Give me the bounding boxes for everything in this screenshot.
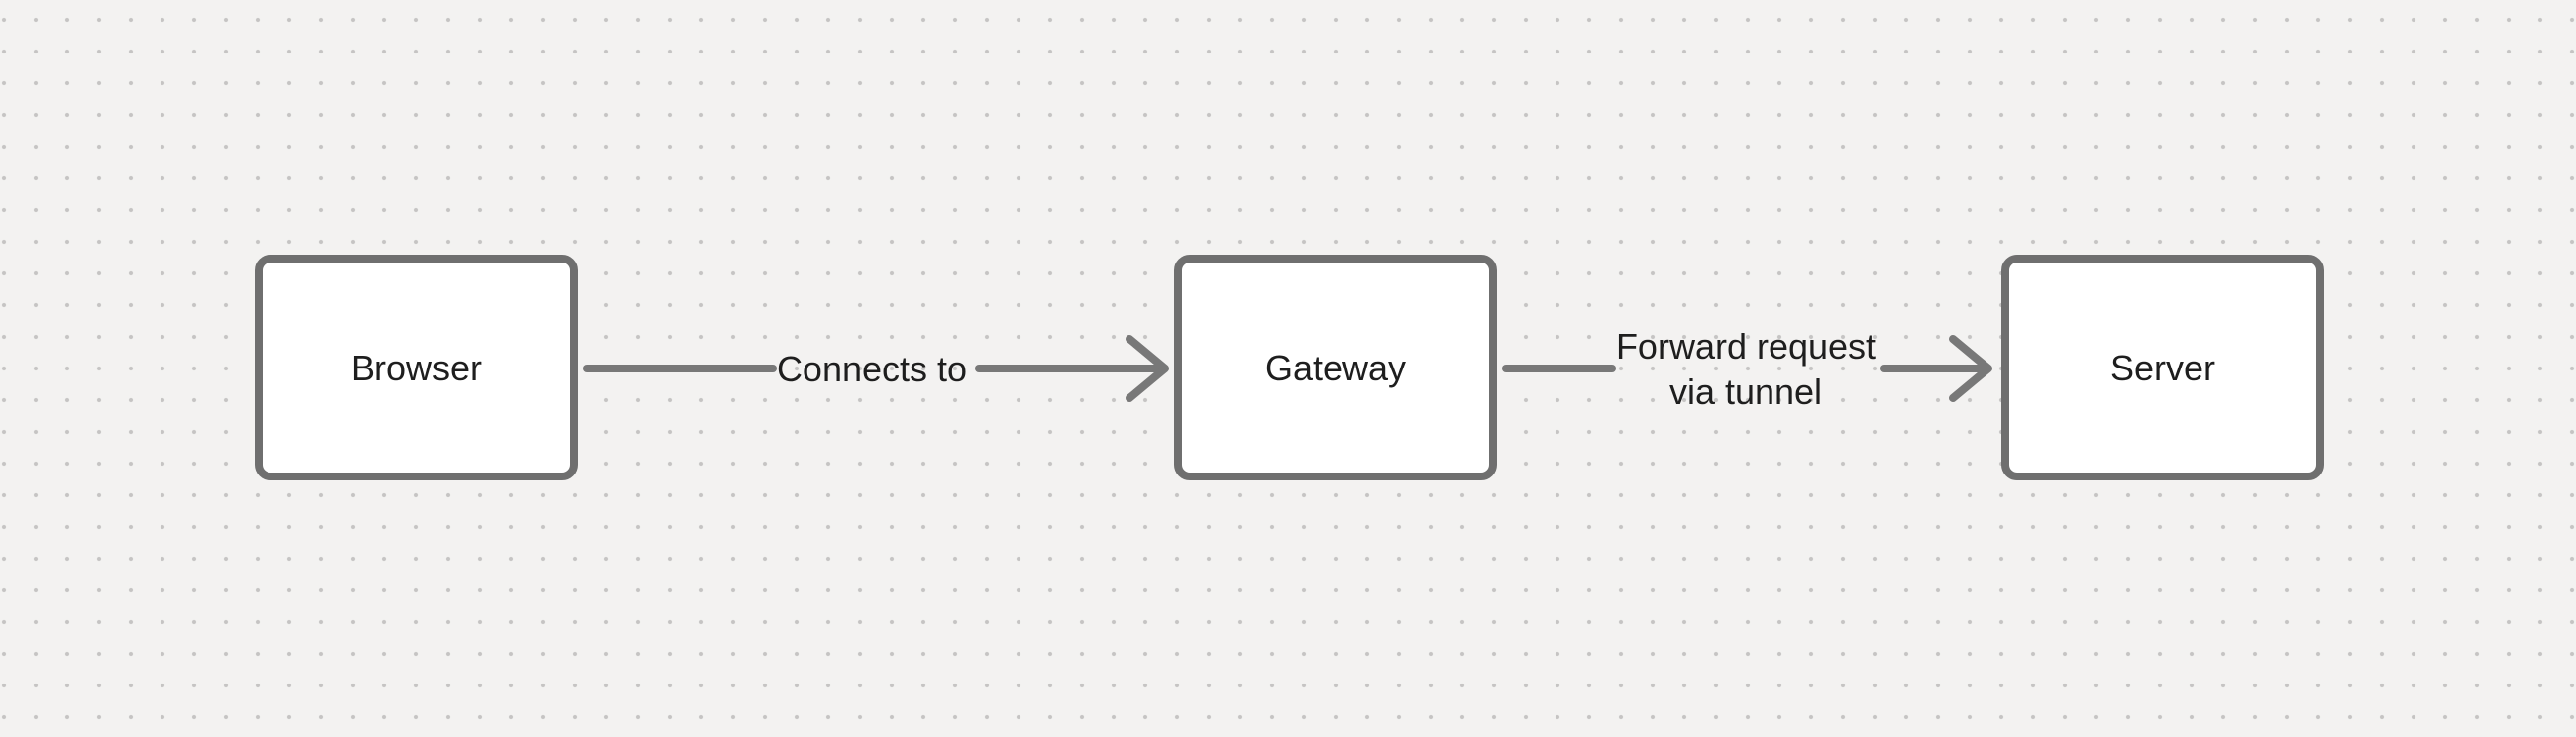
node-server[interactable]: Server [2001,255,2324,480]
connector-gateway-server[interactable] [1502,335,1992,402]
connector-label-line2: via tunnel [1668,371,1823,412]
connector-label-connects-to[interactable]: Connects to [776,349,968,389]
connector-label-forward-request[interactable]: Forward request via tunnel [1616,324,1876,415]
connector-browser-gateway[interactable] [583,335,1169,402]
node-server-label: Server [2109,347,2216,388]
node-browser[interactable]: Browser [255,255,578,480]
node-gateway[interactable]: Gateway [1174,255,1497,480]
node-browser-label: Browser [350,347,483,388]
connector-label-line1: Forward request [1615,326,1877,367]
node-gateway-label: Gateway [1264,347,1407,388]
arrowhead-icon [1949,335,1992,402]
arrowhead-icon [1126,335,1169,402]
